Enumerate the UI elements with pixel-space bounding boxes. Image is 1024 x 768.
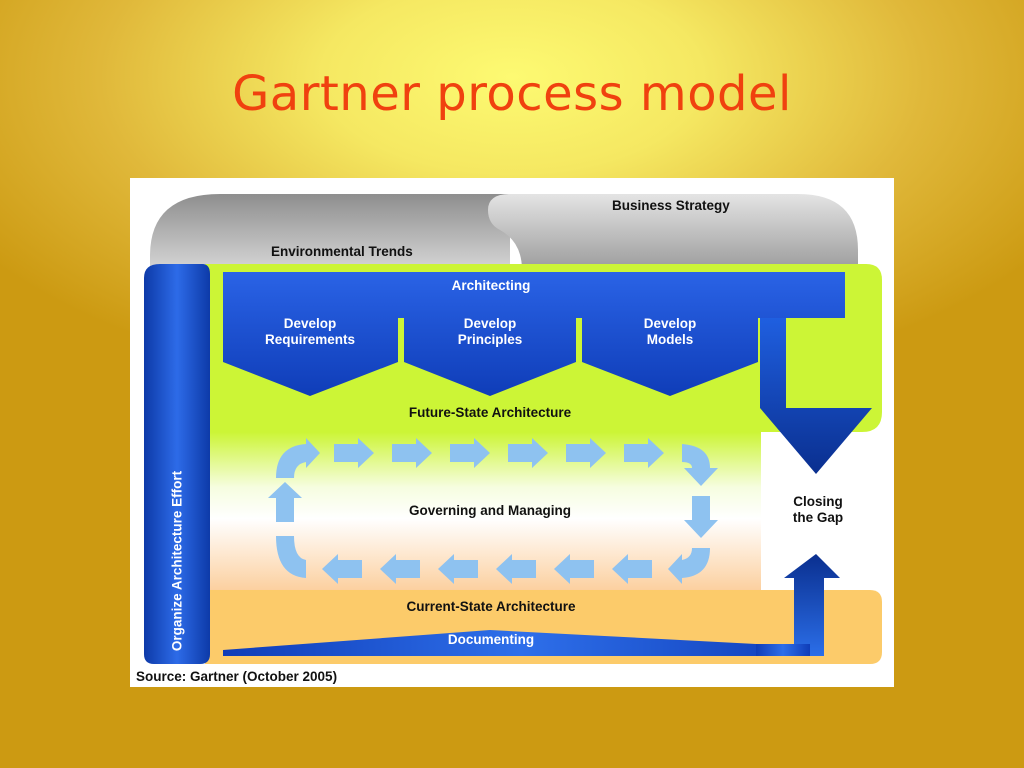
- step-models-line1: Develop: [643, 316, 697, 331]
- step-models-line2: Models: [646, 332, 694, 347]
- current-state-label: Current-State Architecture: [406, 599, 576, 614]
- loop-arrows-bottom: [322, 554, 652, 584]
- step-models: Develop Models: [644, 316, 697, 348]
- business-strategy-label: Business Strategy: [612, 198, 730, 213]
- step-requirements-line1: Develop: [283, 316, 337, 331]
- step-principles: Develop Principles: [458, 316, 523, 348]
- gartner-diagram: Business Strategy Environmental Trends A…: [130, 178, 894, 687]
- closing-gap-label: Closing the Gap: [793, 494, 843, 526]
- environmental-trends-band: [150, 194, 530, 270]
- closing-down-arrow: [760, 318, 872, 474]
- architecting-band: [223, 272, 845, 396]
- organize-label: Organize Architecture Effort: [169, 470, 185, 652]
- step-requirements-line2: Requirements: [264, 332, 356, 347]
- step-principles-line2: Principles: [457, 332, 523, 347]
- slide-title: Gartner process model: [232, 66, 792, 122]
- business-strategy-band: [485, 194, 858, 270]
- environmental-trends-label: Environmental Trends: [271, 244, 413, 259]
- closing-gap-line1: Closing: [793, 494, 843, 509]
- loop-arrows-sides: [268, 438, 718, 584]
- closing-gap-line2: the Gap: [792, 510, 844, 525]
- documenting-label: Documenting: [447, 632, 535, 647]
- source-caption: Source: Gartner (October 2005): [136, 669, 338, 684]
- diagram-graphics: [144, 194, 882, 664]
- doc-connector: [756, 644, 810, 656]
- governing-label: Governing and Managing: [408, 503, 572, 518]
- documenting-bar: [223, 630, 820, 656]
- step-requirements: Develop Requirements: [265, 316, 355, 348]
- organize-bar: [144, 264, 210, 664]
- architecting-label: Architecting: [451, 278, 531, 293]
- closing-up-arrow: [784, 554, 840, 656]
- loop-arrows-top: [334, 438, 664, 468]
- future-state-label: Future-State Architecture: [408, 405, 572, 420]
- step-principles-line1: Develop: [463, 316, 517, 331]
